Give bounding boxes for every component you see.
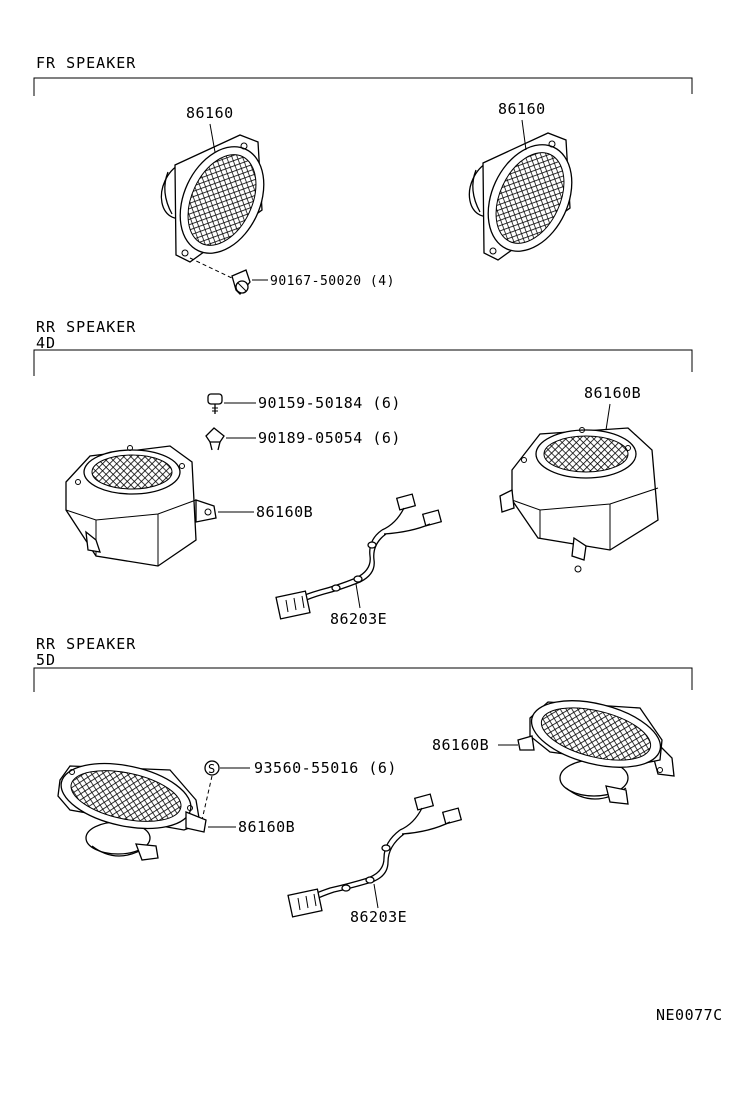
dashed-nut-line — [201, 775, 213, 821]
section-fr-speaker: FR SPEAKER 86160 90167-50020 (4) — [33, 54, 693, 295]
rr4d-left-speaker — [65, 445, 217, 567]
label-rr4d-clip: 90189-05054 (6) — [258, 429, 401, 447]
section-title-fr: FR SPEAKER — [36, 54, 136, 72]
section-bracket-rr4d — [33, 349, 693, 376]
rr4d-wire-harness — [275, 493, 443, 620]
dashed-screw-line — [189, 257, 237, 281]
rr5d-left-speaker — [57, 762, 207, 861]
leader-fr-left-speaker — [209, 123, 216, 153]
label-rr5d-nut: 93560-55016 (6) — [254, 759, 397, 777]
screw-icon — [231, 269, 251, 295]
label-rr4d-harness: 86203E — [330, 610, 387, 628]
label-fr-screw: 90167-50020 (4) — [270, 274, 395, 289]
nut-symbol-letter: S — [208, 762, 215, 776]
bolt-icon — [207, 393, 223, 414]
rr5d-right-speaker — [517, 700, 675, 805]
label-rr5d-harness: 86203E — [350, 908, 407, 926]
section-sub-rr4d: 4D — [36, 334, 56, 352]
leader-rr4d-harness — [355, 583, 361, 609]
section-title-rr5d: RR SPEAKER — [36, 635, 136, 653]
section-rr-speaker-4d: RR SPEAKER 4D 90159-50184 (6) 90189-0505… — [33, 318, 693, 628]
nut-symbol-icon — [204, 760, 220, 776]
leader-fr-right-speaker — [521, 119, 527, 151]
fr-left-speaker — [160, 134, 265, 263]
section-bracket-fr — [33, 77, 693, 96]
label-rr5d-right-speaker: 86160B — [432, 736, 489, 754]
section-title-rr4d: RR SPEAKER — [36, 318, 136, 336]
leader-rr5d-harness — [373, 883, 379, 909]
clip-icon — [205, 427, 225, 451]
leader-rr4d-right-speaker — [605, 403, 611, 431]
label-rr4d-right-speaker: 86160B — [584, 384, 641, 402]
label-rr5d-left-speaker: 86160B — [238, 818, 295, 836]
rr4d-right-speaker — [499, 427, 659, 573]
section-bracket-rr5d — [33, 667, 693, 692]
rr5d-wire-harness — [287, 793, 463, 918]
section-sub-rr5d: 5D — [36, 651, 56, 669]
diagram-code: NE0077C — [656, 1006, 723, 1024]
fr-right-speaker — [468, 132, 573, 261]
label-fr-left-speaker: 86160 — [186, 104, 234, 122]
label-rr4d-left-speaker: 86160B — [256, 503, 313, 521]
label-fr-right-speaker: 86160 — [498, 100, 546, 118]
label-rr4d-bolt: 90159-50184 (6) — [258, 394, 401, 412]
section-rr-speaker-5d: RR SPEAKER 5D S 93560-55016 (6) 86160B — [33, 635, 693, 926]
